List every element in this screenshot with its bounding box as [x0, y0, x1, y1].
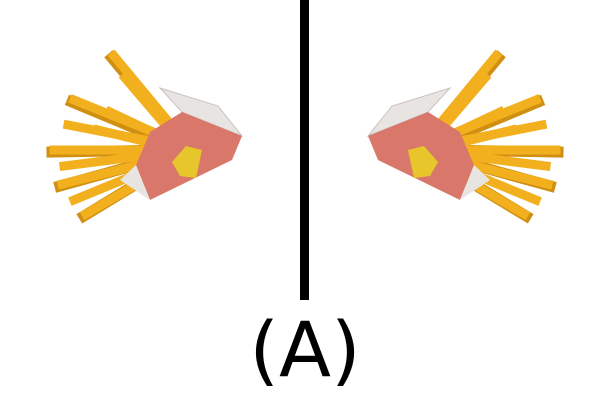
divider-line [300, 0, 309, 300]
emblem-icon [172, 146, 202, 178]
box [120, 86, 244, 200]
fries-box-left [46, 49, 244, 224]
emblem-icon [408, 146, 438, 178]
fries-box-right [366, 49, 564, 224]
box [366, 86, 490, 200]
panel-label: (A) [249, 305, 361, 394]
